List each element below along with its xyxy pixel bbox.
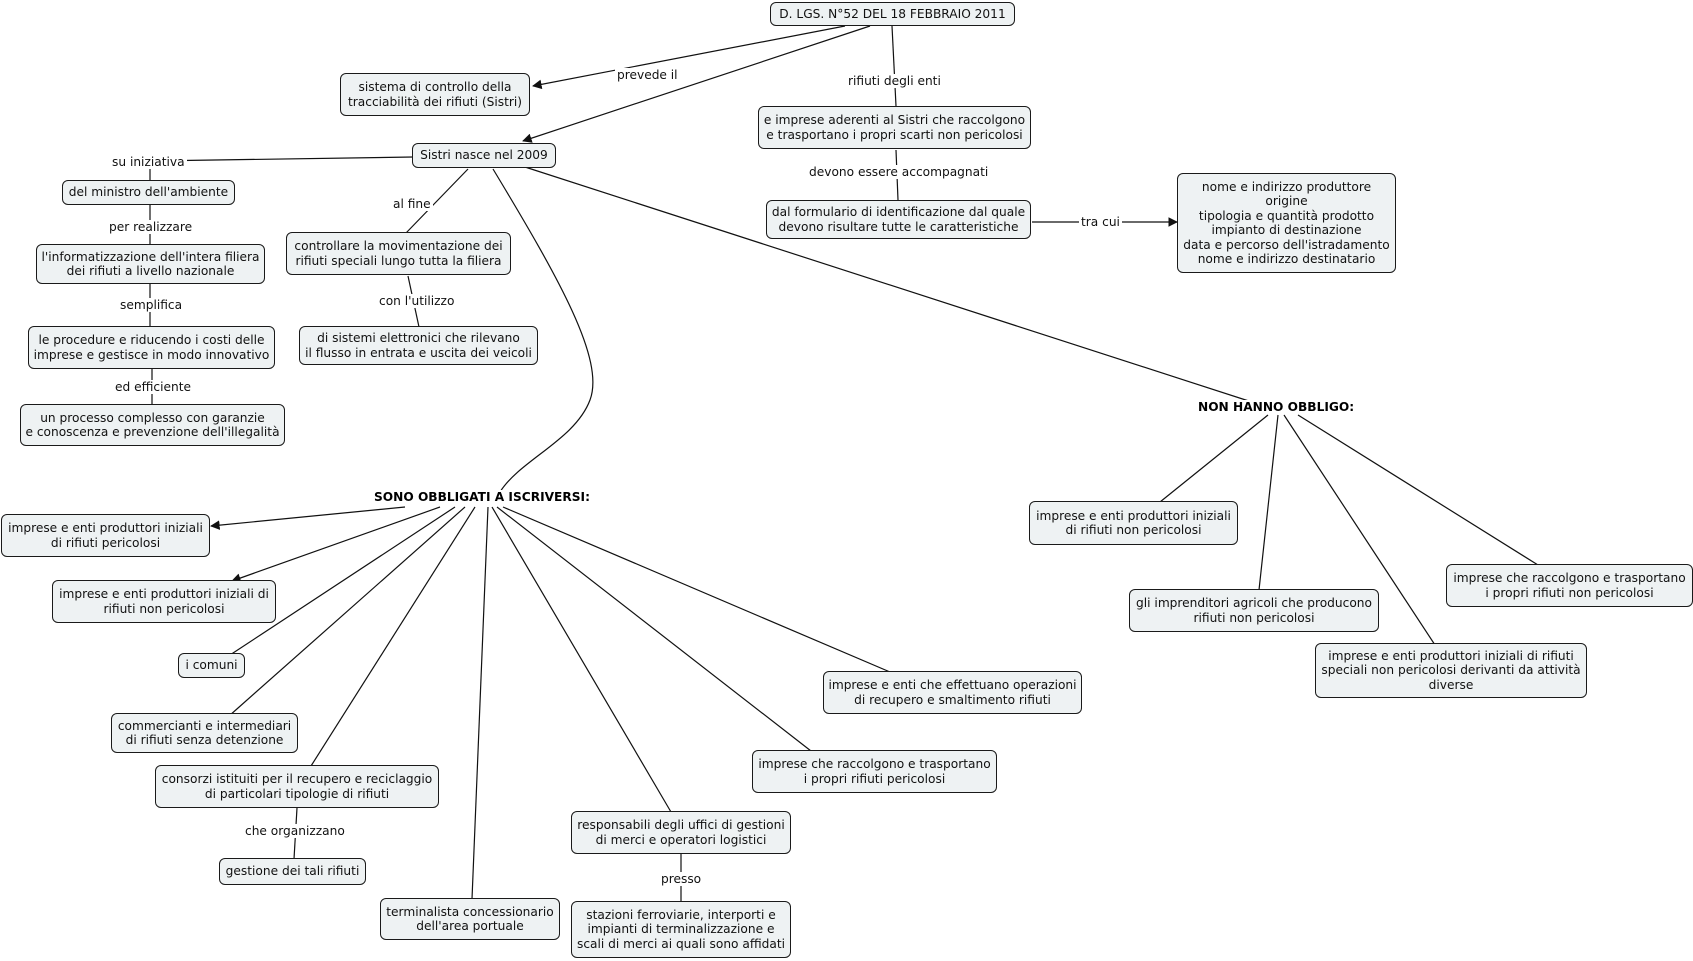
node-processo-complesso[interactable]: un processo complesso con garanzie e con… <box>20 404 285 446</box>
link-obb-to-comuni <box>229 506 456 656</box>
link-sistri-to-obbligati <box>492 168 594 493</box>
link-label-ed-efficiente: ed efficiente <box>113 380 193 394</box>
node-obb-non-pericolosi[interactable]: imprese e enti produttori iniziali di ri… <box>52 580 276 623</box>
link-label-su-iniziativa: su iniziativa <box>110 155 187 169</box>
link-obb-to-pericolosi <box>210 506 406 530</box>
link-obb-to-consorzi <box>310 506 476 767</box>
link-label-semplifica: semplifica <box>118 298 185 312</box>
node-informatizzazione[interactable]: l'informatizzazione dell'intera filiera … <box>36 244 265 284</box>
link-nonobb-to-speciali <box>1283 414 1436 646</box>
node-controllare[interactable]: controllare la movimentazione dei rifiut… <box>286 232 511 275</box>
node-obb-recupero[interactable]: imprese e enti che effettuano operazioni… <box>823 671 1082 714</box>
link-obb-to-responsabili <box>491 506 672 813</box>
node-imprese-aderenti[interactable]: e imprese aderenti al Sistri che raccolg… <box>758 106 1031 149</box>
node-obb-terminalista[interactable]: terminalista concessionario dell'area po… <box>380 898 560 940</box>
node-obb-raccolgono[interactable]: imprese che raccolgono e trasportano i p… <box>752 750 997 793</box>
link-obb-to-terminalista <box>471 506 489 900</box>
link-obb-to-recupero <box>502 506 891 673</box>
link-label-al-fine: al fine <box>391 197 433 211</box>
link-label-per-realizzare: per realizzare <box>107 220 195 234</box>
node-obb-pericolosi[interactable]: imprese e enti produttori iniziali di ri… <box>1 514 210 557</box>
link-label-prevede-il: prevede il <box>615 68 680 82</box>
node-ministro-ambiente[interactable]: del ministro dell'ambiente <box>62 180 235 205</box>
link-nonobb-to-non-pericolosi <box>1159 414 1269 503</box>
link-obb-to-raccolgono <box>496 506 812 752</box>
link-root-to-sistri2009 <box>522 25 871 143</box>
node-no-raccolgono[interactable]: imprese che raccolgono e trasportano i p… <box>1446 564 1693 607</box>
node-obb-consorzi[interactable]: consorzi istituiti per il recupero e rec… <box>155 765 439 808</box>
link-root-to-imprese-aderenti <box>891 25 897 107</box>
node-no-speciali[interactable]: imprese e enti produttori iniziali di ri… <box>1315 643 1587 698</box>
link-label-con-utilizzo: con l'utilizzo <box>377 294 457 308</box>
node-formulario[interactable]: dal formulario di identificazione dal qu… <box>766 200 1031 239</box>
node-caratteristiche[interactable]: nome e indirizzo produttore origine tipo… <box>1177 173 1396 273</box>
node-obb-responsabili[interactable]: responsabili degli uffici di gestioni di… <box>571 811 791 854</box>
link-nonobb-to-agricoli <box>1258 414 1279 591</box>
heading-non-hanno-obbligo: NON HANNO OBBLIGO: <box>1196 400 1357 414</box>
link-obb-to-non-pericolosi <box>231 506 441 583</box>
link-label-rifiuti-degli-enti: rifiuti degli enti <box>846 74 943 88</box>
link-label-presso: presso <box>659 872 704 886</box>
node-obb-commercianti[interactable]: commercianti e intermediari di rifiuti s… <box>111 713 298 753</box>
node-obb-comuni[interactable]: i comuni <box>178 653 245 678</box>
node-sistema-tracciabilita[interactable]: sistema di controllo della tracciabilità… <box>340 73 530 116</box>
node-sistri-2009[interactable]: Sistri nasce nel 2009 <box>412 143 556 168</box>
node-procedure[interactable]: le procedure e riducendo i costi delle i… <box>28 326 275 369</box>
link-nonobb-to-raccolgono <box>1297 414 1539 566</box>
link-obb-to-commercianti <box>228 506 466 717</box>
heading-sono-obbligati: SONO OBBLIGATI A ISCRIVERSI: <box>372 490 592 504</box>
node-root-decreto[interactable]: D. LGS. N°52 DEL 18 FEBBRAIO 2011 <box>770 2 1015 26</box>
node-obb-gestione[interactable]: gestione dei tali rifiuti <box>219 858 366 885</box>
link-label-che-organizzano: che organizzano <box>243 824 347 838</box>
link-sistri-to-ministro <box>149 156 414 162</box>
link-sistri-to-non-obbligo <box>524 166 1256 404</box>
node-no-non-pericolosi[interactable]: imprese e enti produttori iniziali di ri… <box>1029 501 1238 545</box>
node-obb-stazioni[interactable]: stazioni ferroviarie, interporti e impia… <box>571 901 791 958</box>
node-no-agricoli[interactable]: gli imprenditori agricoli che producono … <box>1129 589 1379 632</box>
link-root-to-sistema <box>532 25 846 90</box>
node-sistemi-elettronici[interactable]: di sistemi elettronici che rilevano il f… <box>299 326 538 365</box>
link-sistri-to-controllare <box>405 168 469 234</box>
link-label-tra-cui: tra cui <box>1079 215 1122 229</box>
link-label-devono-essere: devono essere accompagnati <box>807 165 991 179</box>
